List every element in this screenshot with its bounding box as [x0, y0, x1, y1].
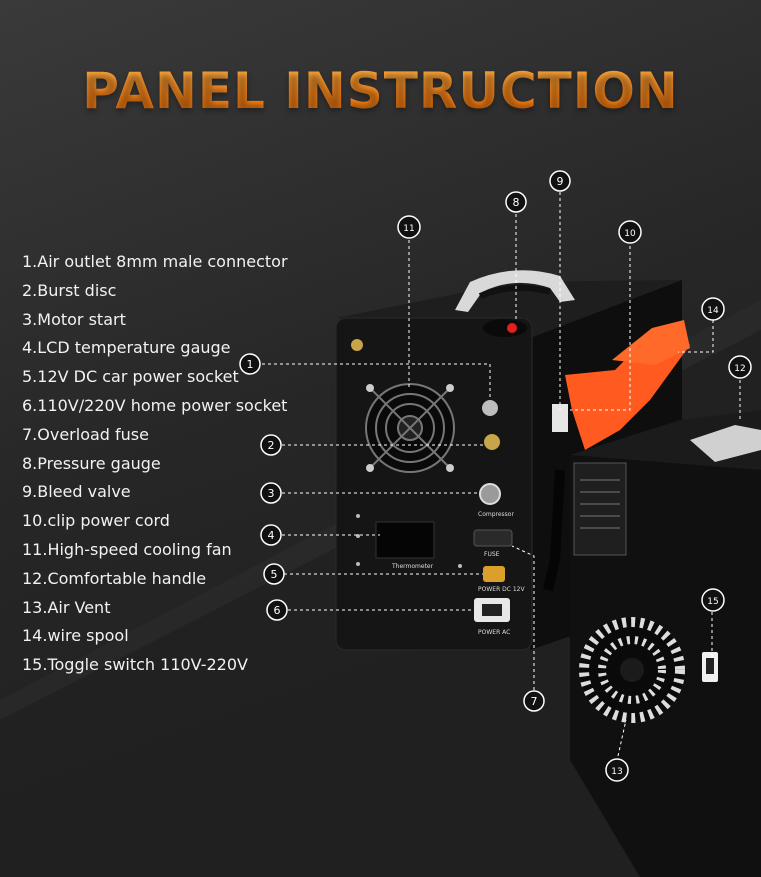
- legend-item: 7.Overload fuse: [22, 424, 149, 444]
- carry-handle: [455, 270, 575, 312]
- air-vent-icon: [579, 617, 685, 723]
- callout-11: 11: [397, 215, 421, 239]
- svg-text:15: 15: [707, 597, 718, 607]
- svg-text:13: 13: [611, 767, 622, 777]
- svg-text:1: 1: [247, 358, 254, 371]
- callout-5: 5: [263, 563, 285, 585]
- callout-12: 12: [728, 355, 752, 379]
- power-dc-label: POWER DC 12V: [478, 586, 525, 593]
- svg-text:7: 7: [531, 695, 538, 708]
- callout-7: 7: [523, 690, 545, 712]
- fuse-label: FUSE: [484, 551, 500, 558]
- legend-item: 15.Toggle switch 110V-220V: [22, 655, 248, 675]
- svg-text:10: 10: [624, 229, 636, 239]
- dc-power-socket: [483, 566, 505, 582]
- svg-text:6: 6: [274, 604, 281, 617]
- wire-spool: [612, 320, 690, 365]
- callout-8: 8: [505, 191, 527, 213]
- burst-disc-icon: [484, 434, 500, 450]
- callout-1: 1: [239, 353, 261, 375]
- legend-item: 3.Motor start: [22, 309, 126, 329]
- callout-13: 13: [605, 758, 629, 782]
- power-ac-label: POWER AC: [478, 629, 510, 636]
- callout-14: 14: [701, 297, 725, 321]
- legend-item: 12.Comfortable handle: [22, 568, 207, 588]
- callout-4: 4: [260, 524, 282, 546]
- legend-item: 9.Bleed valve: [22, 482, 131, 502]
- svg-text:2: 2: [268, 439, 275, 452]
- callout-2: 2: [260, 434, 282, 456]
- leader-lines: [262, 192, 741, 757]
- svg-text:4: 4: [268, 529, 275, 542]
- feature-legend: 1.Air outlet 8mm male connector 2.Burst …: [22, 248, 288, 680]
- air-outlet-connector-icon: [482, 400, 498, 416]
- page-title: PANEL INSTRUCTION: [0, 62, 761, 120]
- legend-item: 6.110V/220V home power socket: [22, 395, 288, 415]
- callout-10: 10: [618, 220, 642, 244]
- svg-text:11: 11: [403, 224, 414, 234]
- svg-text:12: 12: [734, 364, 745, 374]
- callout-15: 15: [701, 588, 725, 612]
- overload-fuse: [473, 529, 513, 547]
- svg-text:3: 3: [268, 487, 275, 500]
- legend-item: 5.12V DC car power socket: [22, 367, 239, 387]
- legend-item: 2.Burst disc: [22, 280, 117, 300]
- brass-bolt-icon: [351, 339, 363, 351]
- cooling-fan-grille: [365, 383, 455, 473]
- legend-item: 14.wire spool: [22, 626, 129, 646]
- motor-start-switch-icon: [479, 483, 501, 505]
- callout-3: 3: [260, 482, 282, 504]
- callout-markers: 1 2 3 4 5 6 7 8: [239, 170, 752, 782]
- svg-text:8: 8: [513, 196, 520, 209]
- legend-item: 10.clip power cord: [22, 511, 170, 531]
- lcd-temperature-gauge: [375, 521, 435, 559]
- legend-item: 13.Air Vent: [22, 597, 111, 617]
- bleed-valve-icon: [552, 404, 568, 432]
- svg-text:14: 14: [707, 306, 719, 316]
- legend-item: 11.High-speed cooling fan: [22, 539, 232, 559]
- legend-item: 8.Pressure gauge: [22, 453, 161, 473]
- legend-item: 1.Air outlet 8mm male connector: [22, 252, 288, 271]
- pressure-gauge-icon: [507, 323, 517, 333]
- callout-6: 6: [266, 599, 288, 621]
- compressor-label: Compressor: [478, 511, 514, 518]
- second-unit-handle: [690, 425, 761, 462]
- legend-item: 4.LCD temperature gauge: [22, 338, 231, 358]
- thermometer-label: Thermometer: [391, 563, 434, 570]
- callout-9: 9: [549, 170, 571, 192]
- spec-label-plate: [573, 462, 627, 556]
- svg-text:9: 9: [557, 175, 564, 188]
- svg-text:5: 5: [271, 568, 278, 581]
